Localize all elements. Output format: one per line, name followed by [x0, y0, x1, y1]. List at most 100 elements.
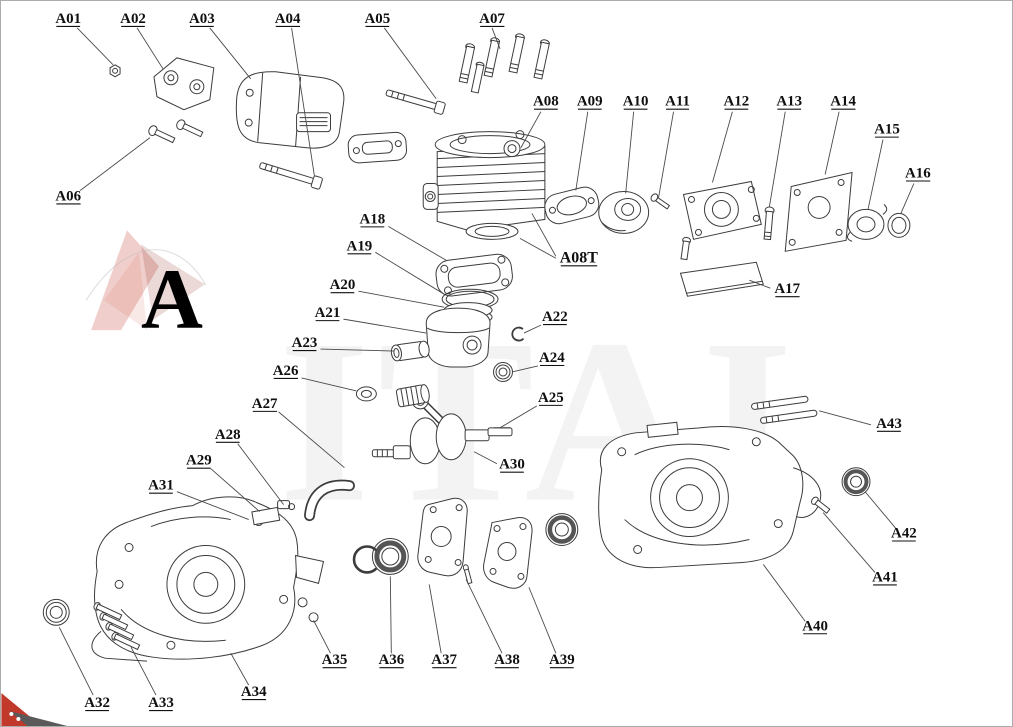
leader-line-a17 [749, 279, 771, 289]
part-label-a08[interactable]: A08 [533, 94, 559, 110]
part-label-a24[interactable]: A24 [539, 350, 565, 366]
part-label-a17[interactable]: A17 [774, 281, 800, 297]
leader-line-a23 [320, 348, 395, 352]
leader-line-a43 [819, 410, 872, 426]
part-label-a20[interactable]: A20 [330, 277, 356, 293]
part-label-a05[interactable]: A05 [364, 11, 390, 27]
crank-seal-part [841, 467, 871, 497]
leader-line-a06 [79, 137, 151, 191]
small-screw-part [650, 193, 671, 210]
leader-line-a41 [822, 512, 876, 573]
corner-logo-dot [16, 717, 21, 722]
leader-line-a29 [210, 468, 260, 512]
circlip-part [352, 545, 378, 574]
part-label-a42[interactable]: A42 [891, 526, 917, 542]
ball-bearing-part [371, 538, 409, 575]
part-label-a09[interactable]: A09 [577, 94, 603, 110]
nut-part [109, 64, 121, 78]
leader-line-a27 [278, 411, 345, 469]
leader-line-a16 [900, 183, 915, 214]
part-label-a19[interactable]: A19 [347, 238, 373, 254]
part-label-a38[interactable]: A38 [494, 652, 520, 668]
carburetor-plate-part [680, 180, 762, 261]
part-label-a04[interactable]: A04 [275, 11, 301, 27]
part-label-a06[interactable]: A06 [55, 188, 81, 204]
leader-line-a34 [230, 652, 250, 686]
watermark-red-shape [141, 244, 205, 321]
cover-plate-part [483, 517, 533, 589]
part-label-a30[interactable]: A30 [499, 457, 525, 473]
leader-line-a22 [523, 324, 542, 334]
part-label-a33[interactable]: A33 [148, 695, 174, 711]
part-label-a12[interactable]: A12 [723, 94, 749, 110]
part-label-a34[interactable]: A34 [241, 684, 267, 700]
crankcase-right-part [598, 421, 822, 569]
part-label-a36[interactable]: A36 [378, 652, 404, 668]
part-label-a25[interactable]: A25 [538, 390, 564, 406]
part-label-a14[interactable]: A14 [830, 94, 856, 110]
leader-line-a08t [531, 213, 557, 257]
gasket-sheet-part [679, 261, 764, 297]
part-label-a15[interactable]: A15 [874, 122, 900, 138]
leader-line-a36 [389, 576, 392, 654]
leader-line-a05 [383, 27, 437, 99]
watermark-red-shape [91, 230, 159, 331]
part-label-a28[interactable]: A28 [215, 427, 241, 443]
leader-line-a11 [658, 111, 674, 198]
part-label-a39[interactable]: A39 [549, 652, 575, 668]
small-bearing-part [493, 362, 513, 382]
base-gasket-part [435, 253, 513, 297]
part-label-a03[interactable]: A03 [189, 11, 215, 27]
leader-line-a02 [136, 27, 164, 70]
part-label-a16[interactable]: A16 [905, 166, 931, 182]
part-label-a21[interactable]: A21 [315, 305, 341, 321]
leader-line-a30 [473, 451, 498, 465]
cylinder-part [422, 130, 546, 240]
part-label-a35[interactable]: A35 [322, 652, 348, 668]
leader-line-a33 [130, 647, 157, 696]
studs-pair-part [751, 395, 818, 424]
corner-logo-dot [9, 712, 14, 717]
part-label-a40[interactable]: A40 [802, 618, 828, 634]
part-label-a08t[interactable]: A08T [560, 249, 598, 266]
leader-line-a08t [519, 237, 557, 259]
leader-line-a38 [465, 579, 503, 654]
part-label-a02[interactable]: A02 [120, 11, 146, 27]
part-label-a37[interactable]: A37 [431, 652, 457, 668]
part-label-a01[interactable]: A01 [55, 11, 81, 27]
leader-line-a39 [528, 587, 557, 654]
leader-line-a07 [491, 27, 501, 50]
oil-seal-part [545, 513, 579, 546]
part-label-a31[interactable]: A31 [148, 478, 174, 494]
leader-line-a32 [58, 627, 94, 696]
corner-logo [1, 693, 68, 726]
leader-line-a10 [625, 111, 635, 194]
leader-line-a40 [762, 564, 806, 622]
part-label-a13[interactable]: A13 [776, 94, 802, 110]
sealing-washer-part [42, 598, 70, 626]
part-label-a32[interactable]: A32 [84, 695, 110, 711]
part-label-a29[interactable]: A29 [186, 453, 212, 469]
leader-line-a14 [824, 111, 840, 175]
part-label-a18[interactable]: A18 [360, 211, 386, 227]
part-label-a07[interactable]: A07 [479, 11, 505, 27]
part-label-a27[interactable]: A27 [252, 396, 278, 412]
part-label-a43[interactable]: A43 [876, 416, 902, 432]
crankcase-left-part [91, 496, 325, 662]
part-label-a41[interactable]: A41 [872, 569, 898, 585]
part-label-a11[interactable]: A11 [665, 94, 690, 110]
part-label-a10[interactable]: A10 [623, 94, 649, 110]
leader-line-a21 [343, 318, 427, 334]
washer-part [355, 386, 377, 402]
leader-lines-layer [58, 27, 915, 696]
o-ring-part [887, 212, 911, 238]
leader-line-a25 [499, 405, 538, 429]
leader-line-a19 [375, 251, 445, 295]
plate-screw-part [763, 206, 775, 241]
side-gasket-part [784, 171, 853, 252]
case-screws-part [93, 602, 141, 651]
part-label-a22[interactable]: A22 [542, 309, 568, 325]
part-label-a23[interactable]: A23 [292, 335, 318, 351]
part-label-a26[interactable]: A26 [273, 363, 299, 379]
leader-line-a35 [313, 620, 331, 654]
